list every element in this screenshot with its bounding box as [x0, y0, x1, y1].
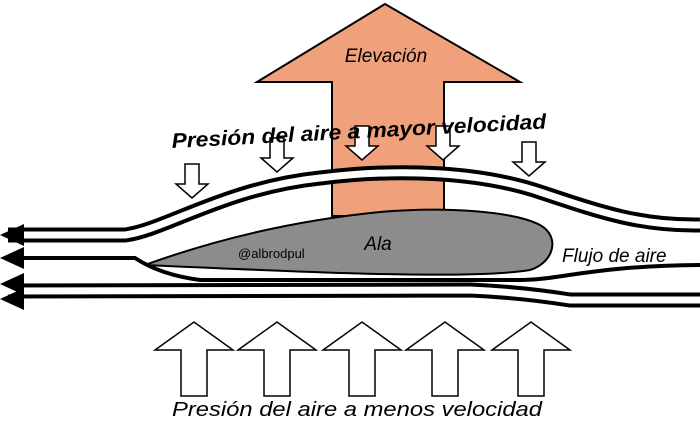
- arrow-up-icon: [235, 321, 319, 397]
- arrow-down-icon: [511, 141, 547, 177]
- wing-shape: [144, 208, 554, 276]
- arrow-down-icon: [259, 137, 295, 173]
- lower-pressure-label: Presión del aire a menos velocidad: [172, 399, 543, 420]
- arrow-down-icon: [425, 125, 461, 161]
- arrow-up-icon: [403, 321, 487, 397]
- airflow-lines: [7, 165, 700, 308]
- lift-label: Elevación: [345, 46, 427, 67]
- arrow-left-icon: [0, 224, 24, 246]
- wing-label: Ala: [363, 234, 391, 255]
- lift-arrow: [253, 2, 524, 217]
- airflow-label: Flujo de aire: [562, 246, 667, 267]
- arrow-up-icon: [489, 321, 573, 397]
- arrow-left-icon: [0, 288, 24, 310]
- arrow-down-icon: [344, 125, 380, 161]
- airflow-arrowheads: [0, 224, 24, 310]
- lower-pressure-arrows: [152, 321, 573, 397]
- arrow-up-icon: [152, 321, 236, 397]
- arrow-up-icon: [320, 321, 404, 397]
- watermark-label: @albrodpul: [238, 246, 305, 261]
- arrow-left-icon: [0, 273, 24, 295]
- arrow-down-icon: [174, 163, 210, 199]
- upper-pressure-arrows: [174, 125, 547, 199]
- arrow-left-icon: [0, 247, 24, 269]
